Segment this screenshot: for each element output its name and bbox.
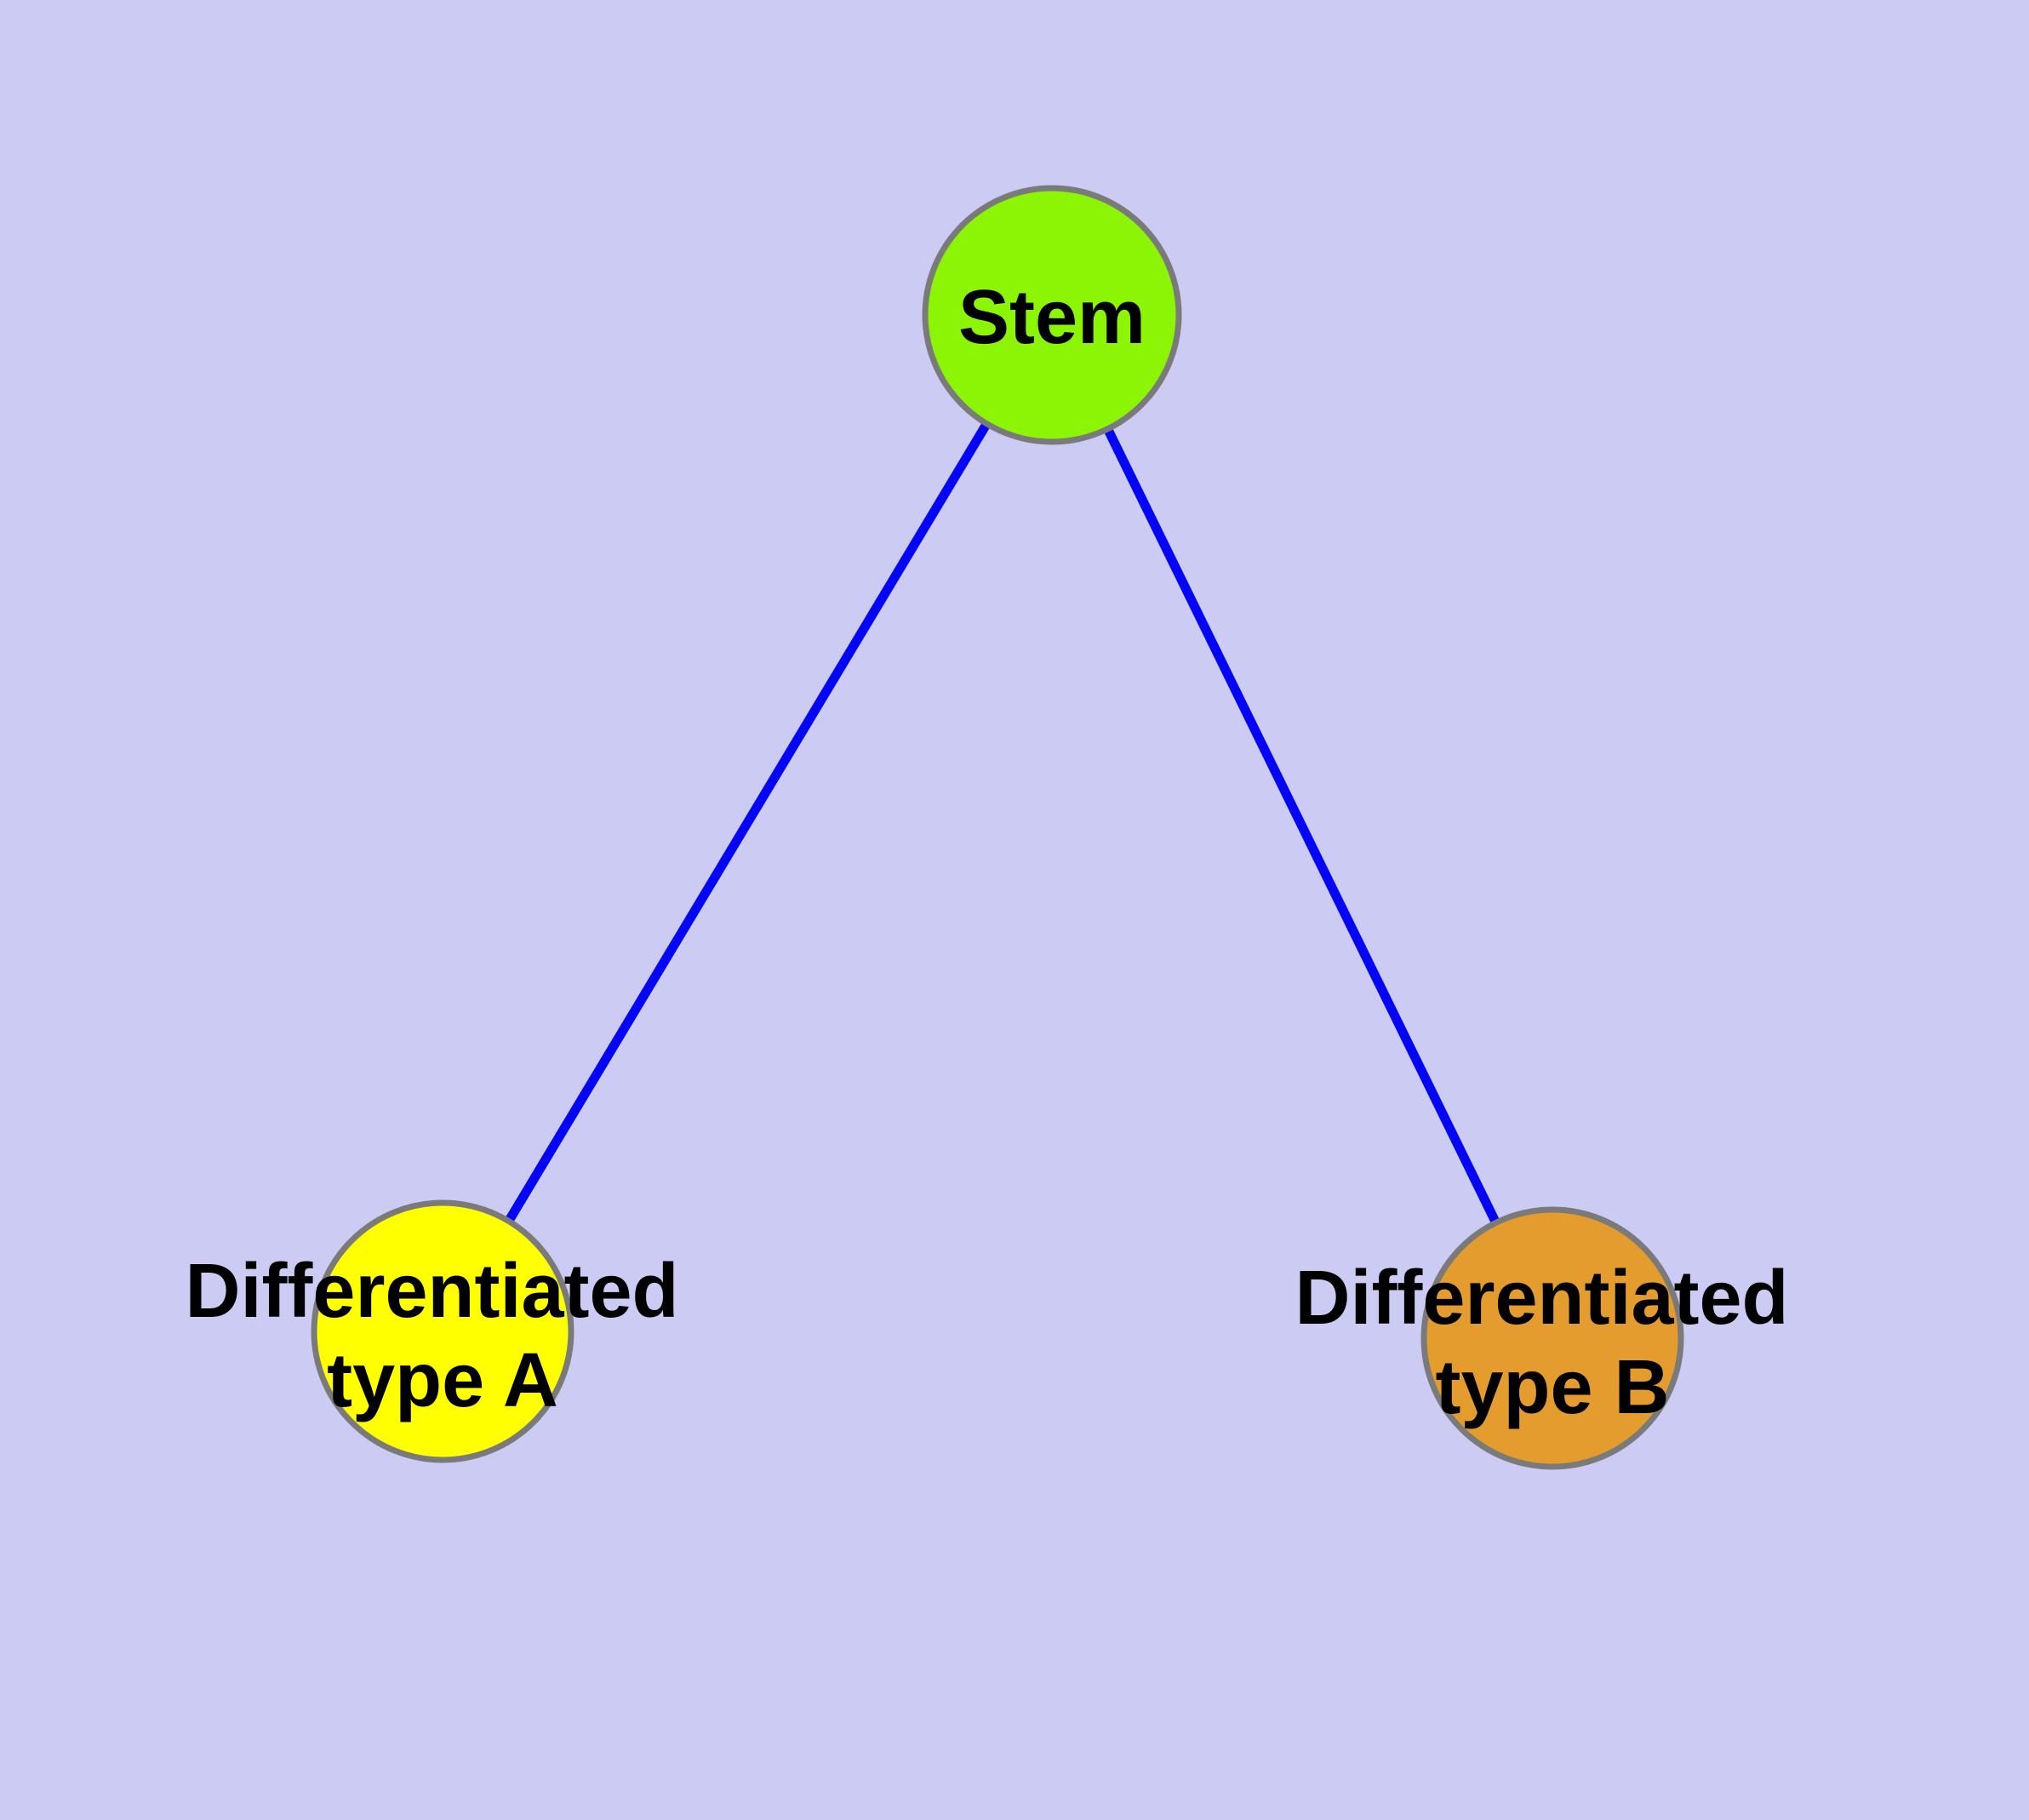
labels-layer: Stem Differentiated type A Differentiate… [185,275,1809,1430]
node-differentiated-type-a-label: Differentiated type A [185,1249,700,1423]
label-line-2: type A [327,1338,558,1423]
node-stem-label: Stem [958,275,1146,360]
label-line-1: Differentiated [1295,1256,1788,1341]
edge-stem-to-type-a [438,312,1056,1334]
edge-stem-to-type-b [1048,312,1557,1341]
node-differentiated-type-b-label: Differentiated type B [1295,1256,1809,1430]
node-differentiated-type-b[interactable] [1420,1206,1684,1470]
edges-layer [438,312,1557,1341]
node-stem[interactable] [922,185,1182,445]
label-line-1: Differentiated [185,1249,678,1334]
label-line-2: type B [1435,1345,1669,1430]
node-differentiated-type-a[interactable] [311,1199,574,1463]
nodes-layer [311,185,1684,1470]
